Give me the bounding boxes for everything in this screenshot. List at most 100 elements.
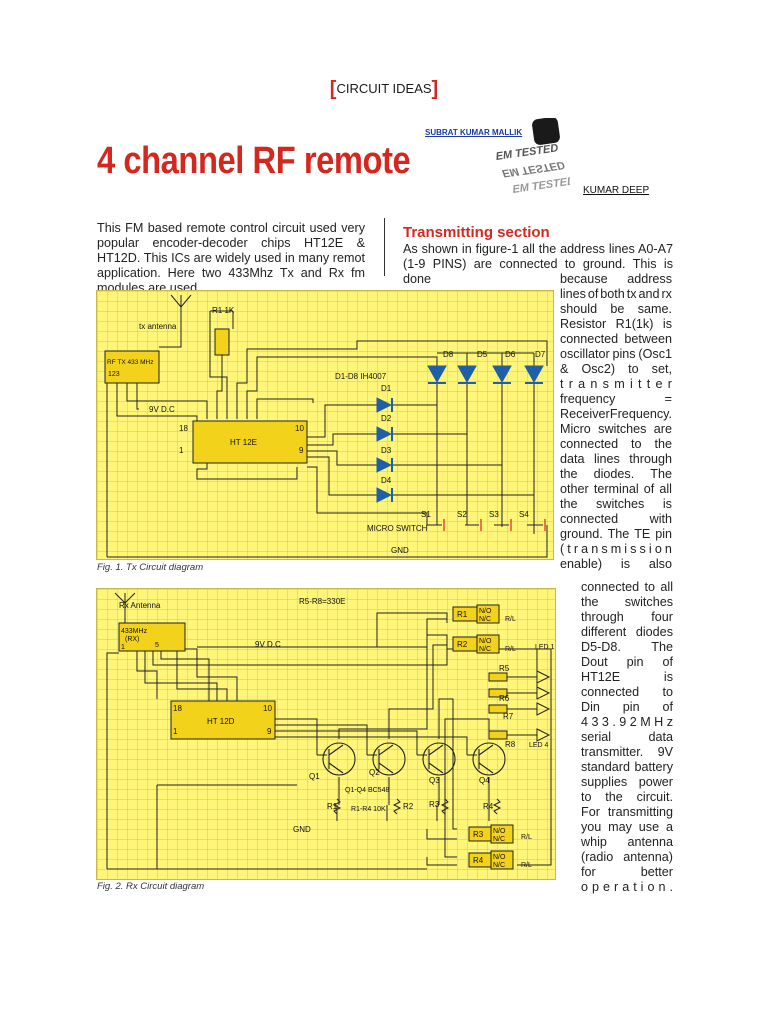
rx-supply-label: 9V D.C [255, 640, 281, 649]
fig1-caption: Fig. 1. Tx Circuit diagram [97, 562, 204, 573]
tx-module-label: RF TX 433 MHz [107, 359, 153, 366]
rx-antenna-label: Rx Antenna [119, 601, 161, 610]
d2-label: D2 [381, 414, 392, 423]
resistor-value-label: R5-R8=330E [299, 597, 345, 606]
rx-module-type: (RX) [125, 636, 139, 643]
section-bracket-open: [ [329, 78, 337, 100]
base-r2-label: R2 [403, 802, 414, 811]
rx-circuit-diagram: Rx Antenna R5-R8=330E 433MHz (RX) 1 5 9V… [96, 588, 556, 880]
rx-ic-pin-10: 10 [263, 704, 272, 713]
d1-label: D1 [381, 384, 392, 393]
transistor-type-label: Q1-Q4 BC548 [345, 787, 389, 794]
r6-label: R6 [499, 694, 510, 703]
relay-r1-nc: N/C [479, 616, 491, 623]
q1-label: Q1 [309, 772, 320, 781]
s2-label: S2 [457, 510, 467, 519]
s1-label: S1 [421, 510, 431, 519]
relay-r3-nc: N/C [493, 836, 505, 843]
q3-label: Q3 [429, 776, 440, 785]
d6-label: D6 [505, 350, 516, 359]
stamp-text-2: EM TESTED [501, 159, 565, 180]
rx-module-label: 433MHz [121, 628, 148, 635]
d7-label: D7 [535, 350, 546, 359]
transmit-paragraph-1: As shown in figure-1 all the address lin… [403, 242, 673, 286]
q2-label: Q2 [369, 768, 380, 777]
d5-label: D5 [477, 350, 488, 359]
relay-r1-label: R1 [457, 610, 468, 619]
relay-r1-no: N/O [479, 608, 492, 615]
stamp-text-3: EM TESTED [512, 175, 570, 196]
relay-r2-nc: N/C [479, 646, 491, 653]
relay-r4-no: N/O [493, 854, 506, 861]
rx-ic-pin-1: 1 [173, 727, 178, 736]
text-line: frequency= [560, 392, 672, 406]
led1-label: LED 1 [535, 644, 555, 651]
relay-r2-no: N/O [479, 638, 492, 645]
fig2-caption: Fig. 2. Rx Circuit diagram [97, 881, 205, 892]
diode-type-label: D1-D8 IH4007 [335, 372, 387, 381]
rx-ic-pin-18: 18 [173, 704, 182, 713]
rx-module-pin-5: 5 [155, 642, 159, 649]
relay-r2-label: R2 [457, 640, 468, 649]
ic-pin-10: 10 [295, 424, 304, 433]
base-resistor-value: R1-R4 10K [351, 806, 386, 813]
relay-r4-rl: R/L [521, 862, 532, 869]
relay-r3-label: R3 [473, 830, 484, 839]
q4-label: Q4 [479, 776, 490, 785]
r7-label: R7 [503, 712, 514, 721]
section-tag: [CIRCUIT IDEAS] [0, 78, 768, 101]
co-author-name: KUMAR DEEP [583, 185, 650, 196]
relay-r4-label: R4 [473, 856, 484, 865]
article-title: 4 channel RF remote [97, 140, 411, 182]
tx-circuit-diagram: RF TX 433 MHz 123 tx antenna R1 1K 9V D.… [96, 290, 554, 560]
relay-r3-rl: R/L [521, 834, 532, 841]
section-label: CIRCUIT IDEAS [336, 81, 432, 96]
stamp-text-1: EM TESTED [495, 142, 559, 163]
tx-ic-label: HT 12E [230, 438, 257, 447]
d3-label: D3 [381, 446, 392, 455]
d8-label: D8 [443, 350, 454, 359]
base-r3-label: R3 [429, 800, 440, 809]
ic-pin-1: 1 [179, 446, 184, 455]
section-bracket-close: ] [431, 78, 439, 100]
rx-ic-pin-9: 9 [267, 727, 272, 736]
s3-label: S3 [489, 510, 499, 519]
d4-label: D4 [381, 476, 392, 485]
text-line: transmitter.9V [581, 745, 673, 759]
base-r1-label: R1 [327, 802, 338, 811]
rx-ic-label: HT 12D [207, 717, 235, 726]
section-heading: Transmitting section [403, 224, 550, 241]
intro-paragraph: This FM based remote control circuit use… [97, 221, 365, 295]
rx-module-pin-1: 1 [121, 644, 125, 651]
relay-r3-no: N/O [493, 828, 506, 835]
